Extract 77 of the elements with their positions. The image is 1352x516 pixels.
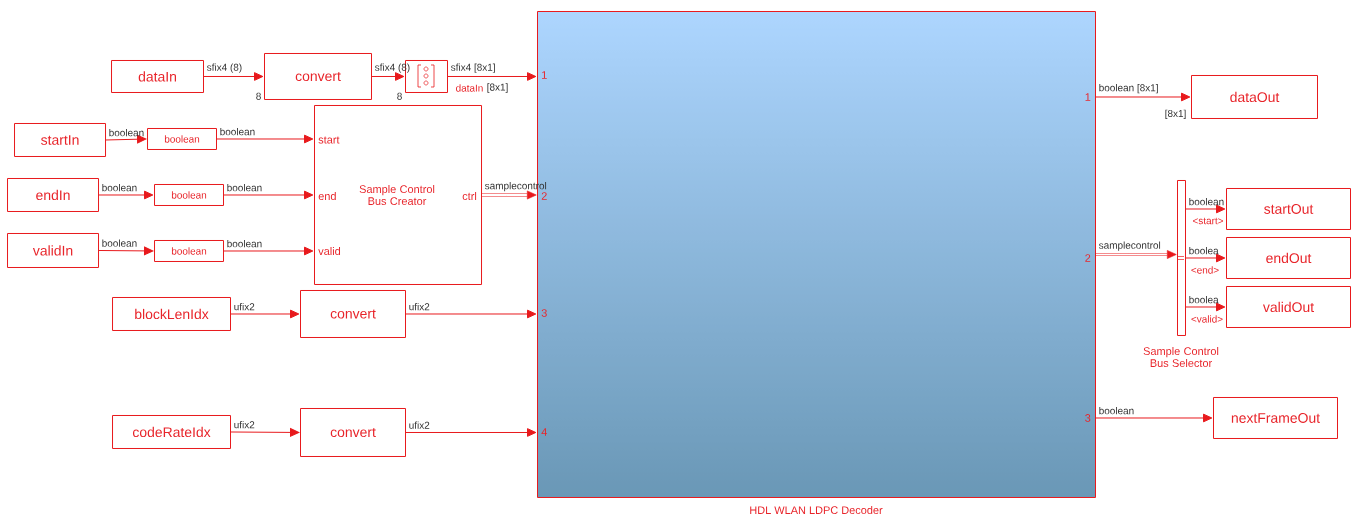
block-name: Sample Control Bus Selector xyxy=(1143,347,1219,367)
edge-label: boolean xyxy=(102,184,137,192)
block-name: Sample Control Bus Creator xyxy=(359,185,435,205)
edge-label: boolean xyxy=(220,128,255,136)
signal-label: dataIn xyxy=(456,84,483,92)
edge-label: boolea xyxy=(1189,247,1219,255)
inport-block: startIn xyxy=(14,123,106,157)
edge-label: boolean xyxy=(109,129,144,137)
edge-label: boolea xyxy=(1189,296,1219,304)
port-label: ctrl xyxy=(462,191,477,200)
edge-label: ufix2 xyxy=(234,421,255,429)
outport-block: dataOut xyxy=(1191,75,1318,119)
signal-label: [8x1] xyxy=(487,83,508,93)
convert-block: convert xyxy=(300,290,406,338)
signal-arrow xyxy=(98,190,154,200)
port-width-label: 8 xyxy=(397,92,402,100)
edge-label: sfix4 (8) xyxy=(207,63,242,73)
port-number: 1 xyxy=(542,71,547,79)
inport-block: validIn xyxy=(7,233,99,268)
port-label: valid xyxy=(318,246,341,255)
conversion-block: boolean xyxy=(147,128,217,150)
convert-block: convert xyxy=(264,53,372,100)
outport-block: endOut xyxy=(1226,237,1351,279)
port-number: 3 xyxy=(1085,414,1091,422)
edge-label: boolean xyxy=(227,184,262,192)
edge-label: ufix2 xyxy=(409,303,430,311)
edge-label: sfix4 [8x1] xyxy=(451,63,495,73)
edge-label: samplecontrol xyxy=(1099,241,1161,251)
signal-arrow xyxy=(371,72,405,81)
inport-block: codeRateIdx xyxy=(112,415,231,449)
signal-arrow xyxy=(447,72,537,81)
signal-arrow xyxy=(1095,250,1177,259)
edge-label: boolean xyxy=(1189,198,1224,206)
convert-block: convert xyxy=(300,408,406,457)
signal-arrow xyxy=(1095,92,1191,102)
port-number: 2 xyxy=(541,192,547,200)
outport-block: nextFrameOut xyxy=(1213,397,1338,439)
signal-arrow xyxy=(230,309,300,319)
port-width-label: [8x1] xyxy=(1165,109,1186,119)
edge-label: boolean xyxy=(102,239,137,247)
port-label: start xyxy=(318,136,340,144)
signal-arrow xyxy=(1185,253,1226,263)
signal-arrow xyxy=(1185,302,1226,312)
inport-block: blockLenIdx xyxy=(112,297,231,331)
block-name: HDL WLAN LDPC Decoder xyxy=(750,505,883,514)
signal-label: <valid> xyxy=(1191,315,1223,323)
signal-arrow xyxy=(223,190,314,200)
edge-label: ufix2 xyxy=(234,303,255,311)
edge-label: boolean xyxy=(227,240,262,248)
port-number: 4 xyxy=(541,428,547,436)
outport-block: startOut xyxy=(1226,188,1351,230)
signal-arrow xyxy=(203,72,264,81)
outport-block: validOut xyxy=(1226,286,1351,328)
signal-arrow xyxy=(405,309,537,319)
signal-arrow xyxy=(405,428,537,437)
signal-arrow xyxy=(98,246,154,256)
edge-label: boolean xyxy=(1099,407,1134,415)
signal-label: <start> xyxy=(1193,217,1223,225)
inport-block: endIn xyxy=(7,178,99,212)
signal-arrow xyxy=(1095,413,1213,423)
signal-arrow xyxy=(105,134,147,144)
port-number: 3 xyxy=(541,309,547,317)
conversion-block: boolean xyxy=(154,240,224,262)
inport-block: dataIn xyxy=(111,60,204,93)
signal-arrow xyxy=(216,134,314,144)
port-width-label: 8 xyxy=(256,92,261,100)
port-label: end xyxy=(318,191,336,200)
port-number: 2 xyxy=(1085,254,1091,262)
signal-arrow xyxy=(481,190,537,200)
signal-label: <end> xyxy=(1191,266,1219,274)
port-number: 1 xyxy=(1085,93,1091,101)
signal-arrow xyxy=(1185,204,1226,214)
signal-arrow xyxy=(230,428,300,437)
edge-label: boolean [8x1] xyxy=(1099,84,1158,94)
edge-label: ufix2 xyxy=(409,421,430,429)
conversion-block: boolean xyxy=(154,184,224,206)
signal-arrow xyxy=(223,246,314,256)
